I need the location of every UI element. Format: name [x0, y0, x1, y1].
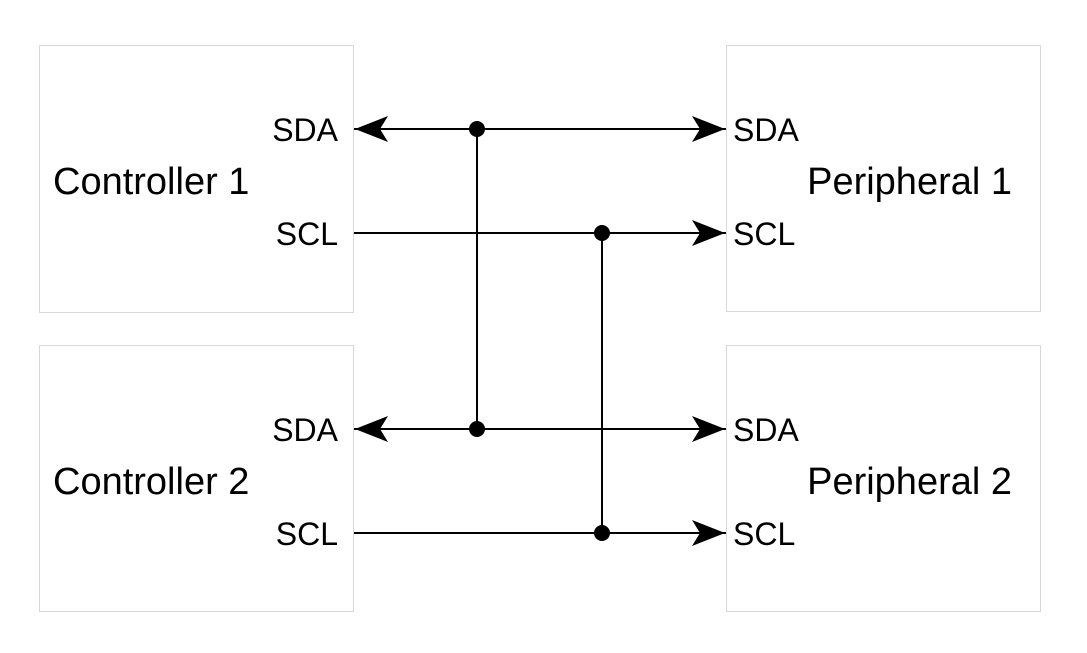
controller2-name: Controller 2: [53, 461, 250, 503]
controller1-scl-pin-label: SCL: [275, 216, 338, 252]
sda2-left-arrowhead-icon: [355, 416, 388, 442]
scl2-junction-dot: [594, 525, 610, 541]
peripheral2-block: SDA Peripheral 2 SCL: [726, 345, 1041, 612]
peripheral2-scl-pin-label: SCL: [733, 516, 796, 552]
sda2-junction-dot: [469, 421, 485, 437]
sda2-right-arrowhead-icon: [692, 416, 725, 442]
controller1-block: SDA Controller 1 SCL: [39, 45, 354, 313]
sda1-right-arrowhead-icon: [692, 116, 725, 142]
peripheral1-block: SDA Peripheral 1 SCL: [726, 45, 1041, 312]
sda1-junction-dot: [469, 121, 485, 137]
peripheral1-sda-pin-label: SDA: [733, 112, 799, 148]
peripheral2-name: Peripheral 2: [807, 461, 1012, 503]
scl1-junction-dot: [594, 225, 610, 241]
peripheral1-name: Peripheral 1: [807, 161, 1012, 203]
sda1-left-arrowhead-icon: [355, 116, 388, 142]
scl1-right-arrowhead-icon: [692, 220, 725, 246]
scl2-right-arrowhead-icon: [692, 520, 725, 546]
controller2-sda-pin-label: SDA: [272, 412, 338, 448]
peripheral2-sda-pin-label: SDA: [733, 412, 799, 448]
controller2-scl-pin-label: SCL: [275, 516, 338, 552]
controller2-block: SDA Controller 2 SCL: [39, 345, 354, 612]
peripheral1-scl-pin-label: SCL: [733, 216, 796, 252]
controller1-name: Controller 1: [53, 161, 250, 203]
controller1-sda-pin-label: SDA: [272, 112, 338, 148]
